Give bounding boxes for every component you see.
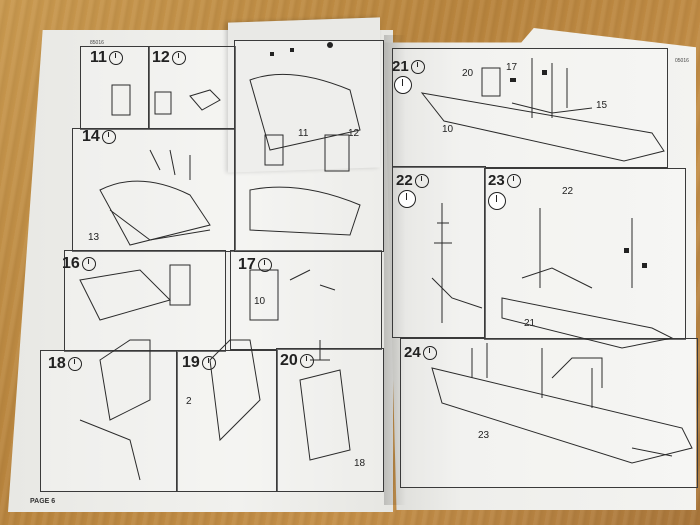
- part-number: 10: [254, 296, 266, 307]
- part-number: 21: [524, 318, 536, 329]
- part-number: 10: [442, 124, 454, 135]
- ship-drawings-right: [420, 58, 693, 464]
- part-number: 17: [506, 62, 518, 73]
- clock-icon: [422, 346, 437, 361]
- page-code: 85016: [90, 40, 104, 46]
- clock-icon: [394, 76, 412, 94]
- step-panel-12: [148, 46, 236, 130]
- step-panel-18: [40, 350, 178, 492]
- step-number: 19: [182, 354, 216, 372]
- step-panel-17: [230, 250, 382, 350]
- page-label: PAGE 6: [30, 498, 56, 505]
- part-number: 18: [354, 458, 366, 469]
- part-number: 20: [462, 68, 474, 79]
- part-number: 11: [298, 128, 309, 139]
- step-number: 11: [90, 49, 123, 67]
- step-number: 16: [62, 255, 96, 273]
- clock-icon: [108, 50, 123, 65]
- step-number: 14: [82, 128, 116, 146]
- step-number: 24: [404, 344, 437, 361]
- part-number: 13: [88, 232, 100, 243]
- part-number: 12: [348, 128, 360, 139]
- clock-icon: [414, 174, 429, 189]
- step-number: 12: [152, 49, 186, 67]
- page-code: 05016: [675, 58, 689, 64]
- step-panel-24: [400, 338, 698, 488]
- clock-icon: [201, 355, 216, 370]
- step-panel-11: [80, 46, 150, 130]
- clock-icon: [398, 190, 416, 208]
- clock-icon: [299, 353, 314, 368]
- clock-icon: [410, 60, 425, 75]
- clock-icon: [81, 256, 96, 271]
- part-number: 2: [186, 396, 192, 407]
- clock-icon: [101, 129, 116, 144]
- step-panel-22: [392, 166, 486, 338]
- step-panel-23: [484, 168, 686, 340]
- step-number: 18: [48, 355, 82, 373]
- clock-icon: [488, 192, 506, 210]
- clock-icon: [257, 257, 272, 272]
- clock-icon: [67, 356, 82, 371]
- assembly-drawings-left: [79, 42, 361, 481]
- clock-icon: [171, 50, 186, 65]
- part-number: 23: [478, 430, 490, 441]
- step-number: 22: [396, 172, 429, 189]
- step-panel-14: [72, 128, 236, 252]
- step-number: 21: [392, 58, 425, 75]
- step-number: 23: [488, 172, 521, 189]
- step-panel-upper-right: [234, 40, 384, 252]
- step-panel-19: [176, 350, 278, 492]
- part-number: 22: [562, 186, 574, 197]
- clock-icon: [506, 174, 521, 189]
- step-number: 17: [238, 256, 272, 274]
- step-number: 20: [280, 352, 314, 370]
- part-number: 15: [596, 100, 608, 111]
